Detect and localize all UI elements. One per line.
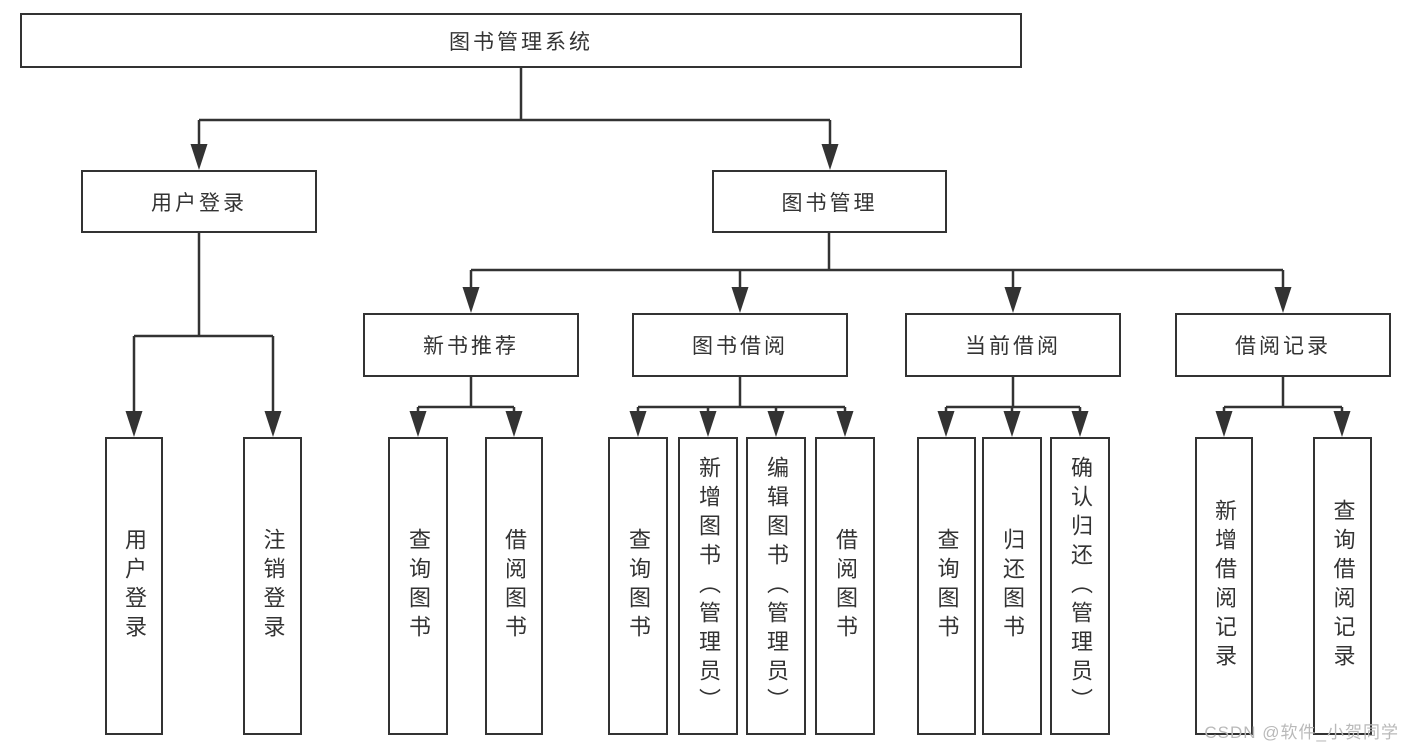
arrow-down-icon bbox=[462, 287, 480, 313]
leaf-label: 查询图书 bbox=[934, 528, 960, 644]
leaf-label: 查询借阅记录 bbox=[1330, 499, 1356, 673]
csdn-watermark: CSDN @软件_小贺同学 bbox=[1204, 723, 1399, 742]
leaf-query-books-borrowing: 查询图书 bbox=[608, 437, 668, 735]
leaf-borrow-books-borrowing: 借阅图书 bbox=[815, 437, 875, 735]
leaf-user-login: 用户登录 bbox=[105, 437, 163, 735]
arrow-down-icon bbox=[1004, 287, 1022, 313]
arrow-down-icon bbox=[1215, 411, 1233, 437]
arrow-down-icon bbox=[699, 411, 717, 437]
leaf-logout: 注销登录 bbox=[243, 437, 302, 735]
arrow-down-icon bbox=[125, 411, 143, 437]
leaf-query-books-recommend: 查询图书 bbox=[388, 437, 448, 735]
leaf-query-borrow-record: 查询借阅记录 bbox=[1313, 437, 1372, 735]
node-borrowing-records: 借阅记录 bbox=[1175, 313, 1391, 377]
arrowhead-icons bbox=[125, 144, 1351, 437]
arrow-down-icon bbox=[1071, 411, 1089, 437]
leaf-borrow-books-recommend: 借阅图书 bbox=[485, 437, 543, 735]
arrow-down-icon bbox=[1003, 411, 1021, 437]
leaf-label: 借阅图书 bbox=[833, 528, 858, 644]
arrow-down-icon bbox=[629, 411, 647, 437]
arrow-down-icon bbox=[190, 144, 208, 170]
leaf-label: 新增图书（管理员） bbox=[696, 455, 721, 717]
arrow-down-icon bbox=[1274, 287, 1292, 313]
connector-path bbox=[132, 68, 1344, 413]
leaf-add-borrow-record: 新增借阅记录 bbox=[1195, 437, 1253, 735]
leaf-return-books: 归还图书 bbox=[982, 437, 1042, 735]
leaf-label: 借阅图书 bbox=[502, 528, 527, 644]
node-new-book-recommend: 新书推荐 bbox=[363, 313, 579, 377]
leaf-add-books-admin: 新增图书（管理员） bbox=[678, 437, 738, 735]
leaf-label: 注销登录 bbox=[260, 528, 286, 644]
arrow-down-icon bbox=[1333, 411, 1351, 437]
leaf-label: 编辑图书（管理员） bbox=[764, 455, 789, 717]
arrow-down-icon bbox=[264, 411, 282, 437]
leaf-label: 归还图书 bbox=[1000, 528, 1025, 644]
arrow-down-icon bbox=[821, 144, 839, 170]
arrow-down-icon bbox=[937, 411, 955, 437]
node-library-management-system: 图书管理系统 bbox=[20, 13, 1022, 68]
node-book-management: 图书管理 bbox=[712, 170, 947, 233]
arrow-down-icon bbox=[505, 411, 523, 437]
leaf-label: 查询图书 bbox=[626, 528, 651, 644]
node-current-borrowing: 当前借阅 bbox=[905, 313, 1121, 377]
leaf-query-books-current: 查询图书 bbox=[917, 437, 976, 735]
node-user-login: 用户登录 bbox=[81, 170, 317, 233]
leaf-label: 确认归还（管理员） bbox=[1068, 455, 1093, 717]
arrow-down-icon bbox=[731, 287, 749, 313]
leaf-edit-books-admin: 编辑图书（管理员） bbox=[746, 437, 806, 735]
arrow-down-icon bbox=[409, 411, 427, 437]
leaf-label: 查询图书 bbox=[406, 528, 431, 644]
leaf-label: 新增借阅记录 bbox=[1212, 499, 1237, 673]
arrow-down-icon bbox=[836, 411, 854, 437]
leaf-label: 用户登录 bbox=[122, 528, 147, 644]
node-book-borrowing: 图书借阅 bbox=[632, 313, 848, 377]
leaf-confirm-return-admin: 确认归还（管理员） bbox=[1050, 437, 1110, 735]
arrow-down-icon bbox=[767, 411, 785, 437]
